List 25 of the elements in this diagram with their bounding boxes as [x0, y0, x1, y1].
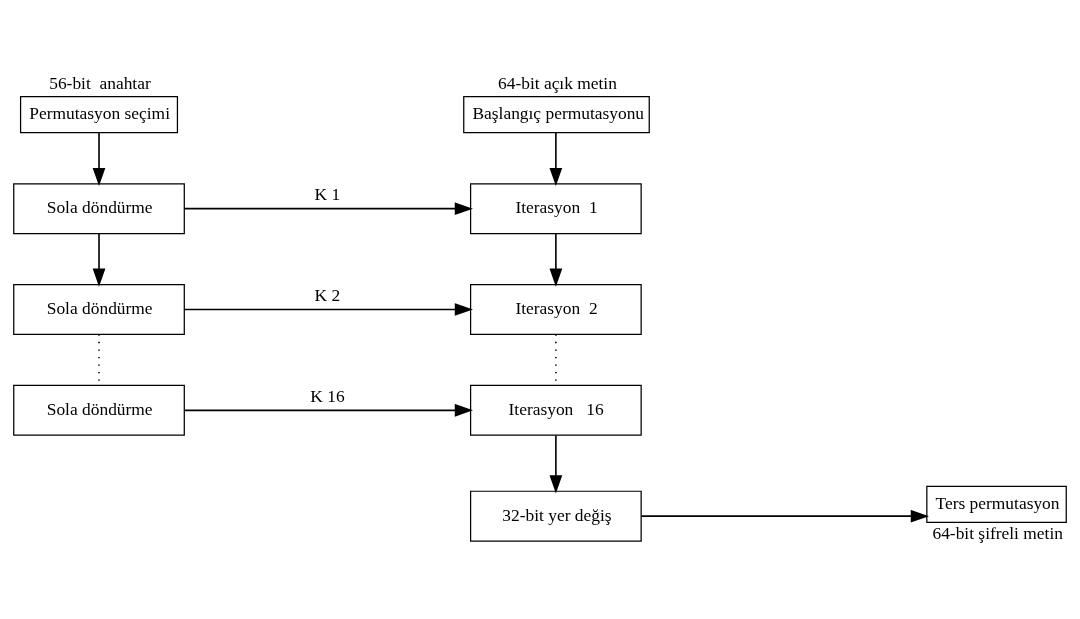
- node-box: 32-bit yer değiş: [470, 490, 642, 542]
- node-box: Iterasyon 1: [470, 183, 642, 235]
- node-box: Sola döndürme: [13, 183, 185, 235]
- arrow: [183, 202, 473, 216]
- node-label: 56-bit anahtar: [49, 73, 151, 94]
- node-box: Ters permutasyon: [926, 485, 1067, 523]
- arrow: [549, 232, 563, 287]
- edge-label: K 1: [314, 184, 341, 205]
- node-box: Iterasyon 2: [470, 284, 642, 335]
- arrow: [640, 509, 929, 523]
- edge-label: K 16: [310, 385, 345, 406]
- arrow: [92, 232, 106, 287]
- arrow: [549, 132, 563, 187]
- arrow: [183, 403, 473, 417]
- node-box: Başlangıç permutasyonu: [463, 96, 650, 134]
- node-label: 64-bit açık metin: [497, 73, 617, 94]
- node-box: Permutasyon seçimi: [19, 96, 179, 134]
- node-box: Sola döndürme: [13, 284, 185, 335]
- node-box: Sola döndürme: [13, 384, 185, 436]
- arrow: [92, 132, 106, 187]
- node-label: 64-bit şifreli metin: [932, 522, 1063, 543]
- node-box: Iterasyon 16: [470, 384, 642, 436]
- edge-label: K 2: [314, 285, 341, 306]
- arrow: [549, 434, 563, 494]
- arrow: [183, 303, 473, 316]
